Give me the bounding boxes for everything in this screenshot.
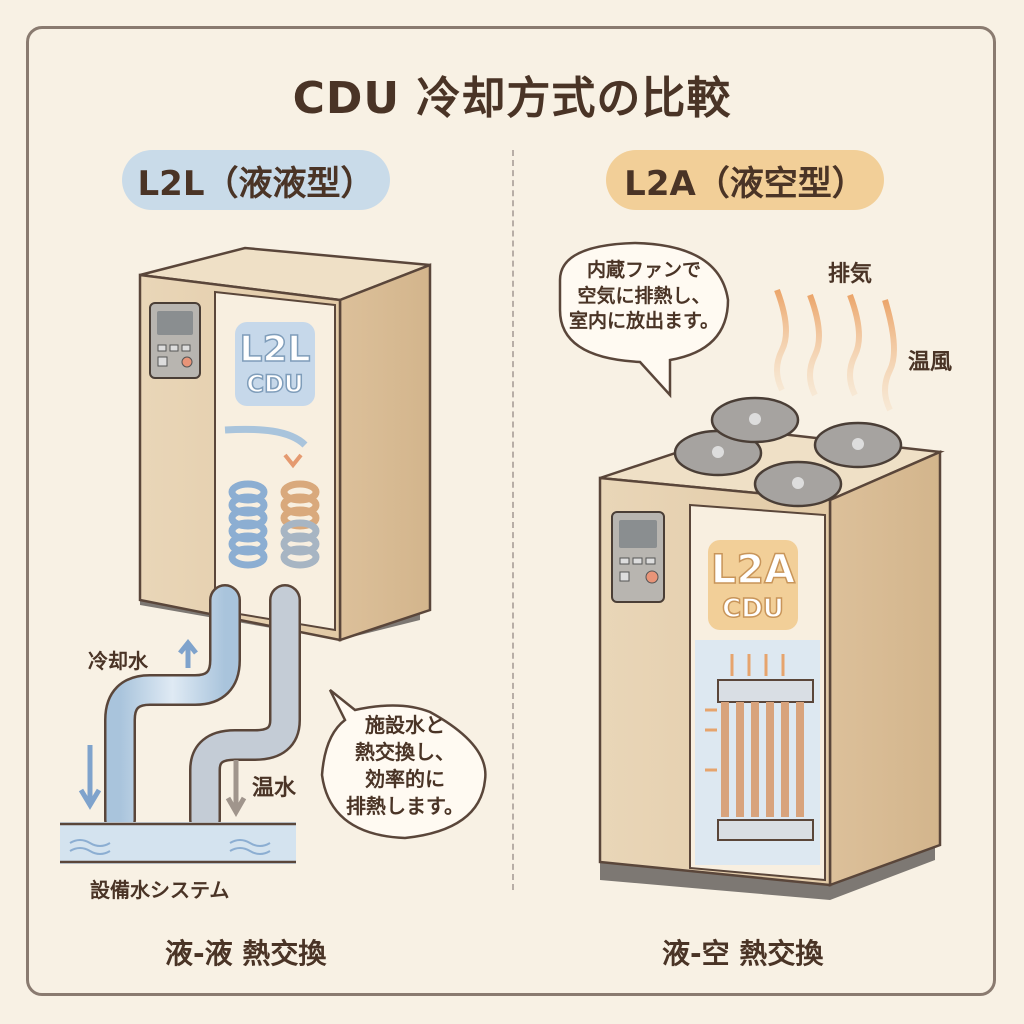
page-title: CDU 冷却方式の比較 — [292, 73, 732, 124]
l2a-bubble-text: 内蔵ファンで 空気に排熱し、 室内に放出ます。 — [558, 258, 730, 335]
fan-icon — [753, 460, 843, 508]
l2a-badge-bg — [708, 540, 798, 630]
facility-water-system-label: 設備水システム — [90, 878, 230, 902]
l2a-speech-bubble — [558, 241, 730, 399]
center-divider — [512, 150, 514, 890]
fan-icon — [673, 429, 763, 477]
heat-exchange-coils — [224, 425, 320, 569]
l2l-badge-line2: CDU — [246, 370, 305, 398]
l2l-badge-bg — [235, 322, 315, 406]
fan-icon — [710, 396, 800, 444]
cooling-water-label: 冷却水 — [88, 649, 148, 673]
l2a-caption: 液-空 熱交換 — [662, 937, 824, 970]
warm-air-label: 温風 — [908, 350, 953, 375]
l2a-type-label: L2A（液空型） — [606, 150, 884, 210]
bubble-line: 室内に放出ます。 — [568, 310, 720, 333]
bubble-line: 排熱します。 — [346, 794, 464, 818]
l2l-speech-bubble — [320, 689, 487, 840]
control-panel-icon — [611, 511, 665, 603]
bubble-line: 施設水と — [365, 713, 445, 737]
warm-air-arrows — [774, 288, 897, 412]
l2a-badge-line1: L2A — [710, 547, 796, 593]
fan-icon — [813, 421, 903, 469]
l2l-bubble-text: 施設水と 熱交換し、 効率的に 排熱します。 — [330, 712, 480, 820]
exhaust-label: 排気 — [828, 262, 873, 287]
warm-water-label: 温水 — [252, 776, 297, 801]
facility-water-pipes — [60, 584, 301, 864]
l2l-badge-line1: L2L — [239, 329, 311, 370]
page-frame — [26, 26, 996, 996]
control-panel-icon — [149, 302, 201, 379]
arrow-down-icon — [78, 745, 102, 810]
bubble-line: 効率的に — [365, 767, 445, 791]
bubble-line: 熱交換し、 — [355, 740, 455, 764]
radiator — [705, 654, 814, 841]
arrow-up-icon — [178, 638, 198, 668]
arrow-down-icon — [225, 760, 247, 818]
bubble-line: 内蔵ファンで — [586, 259, 701, 281]
l2a-badge-line2: CDU — [721, 594, 784, 624]
bubble-line: 空気に排熱し、 — [577, 284, 711, 307]
l2l-caption: 液-液 熱交換 — [165, 937, 327, 970]
l2l-type-label: L2L（液液型） — [122, 150, 390, 210]
